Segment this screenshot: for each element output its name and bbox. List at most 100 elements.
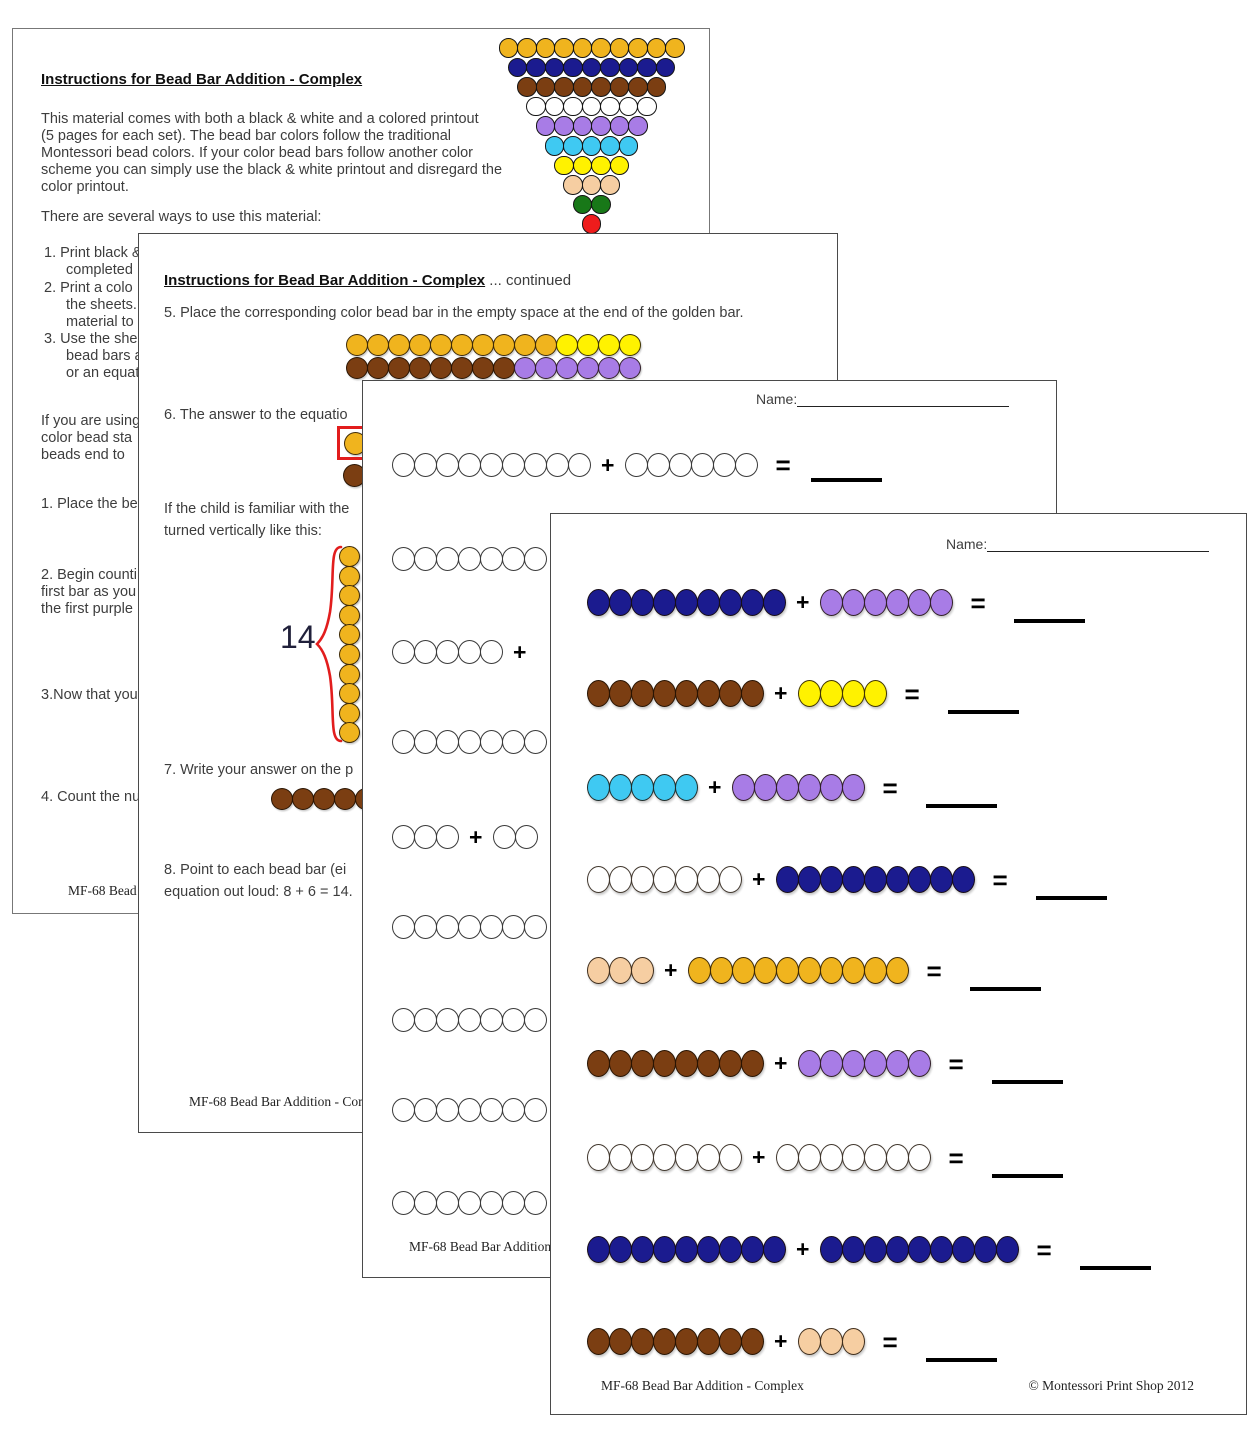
- list-item-3-line: or an equat: [66, 365, 140, 381]
- bead-white: [392, 1191, 415, 1215]
- bead-white: [436, 1098, 459, 1122]
- equation-row: +=: [587, 957, 1041, 991]
- plus-sign: +: [796, 1236, 810, 1262]
- text-line: turned vertically like this:: [164, 523, 322, 539]
- bead-peach: [587, 957, 610, 984]
- bead-white: [436, 547, 459, 571]
- bead-brown: [653, 680, 676, 707]
- bead-brown: [646, 77, 666, 97]
- bead-dark_blue: [637, 57, 657, 78]
- bead-dark_blue: [908, 1236, 932, 1263]
- text-line: equation out loud: 8 + 6 = 14.: [164, 884, 353, 900]
- bead-dark_blue: [526, 57, 546, 78]
- bead-golden: [886, 957, 910, 984]
- bead-brown: [609, 77, 629, 97]
- plus-sign: +: [774, 680, 788, 706]
- page-title: Instructions for Bead Bar Addition - Com…: [41, 71, 363, 88]
- bead-bar-dark_blue: [820, 1236, 1020, 1263]
- bead-bar-cyan: [587, 774, 698, 801]
- bead-white: [842, 1144, 866, 1171]
- bead-golden: [339, 565, 360, 587]
- bead-bar-yellow: [556, 334, 641, 356]
- bead-brown: [292, 788, 314, 810]
- bead-bar-yellow: [798, 680, 888, 707]
- bead-brown: [631, 1328, 654, 1355]
- bead-golden: [451, 334, 473, 356]
- bead-bar-yellow: [554, 155, 629, 176]
- text-line: first bar as you: [41, 584, 137, 600]
- bead-peach: [820, 1328, 844, 1355]
- bead-bar-green: [572, 194, 611, 215]
- name-line: [797, 392, 1010, 407]
- bead-white: [414, 453, 437, 477]
- equation-row: [392, 730, 547, 754]
- bead-dark_blue: [653, 589, 676, 616]
- bead-yellow: [598, 334, 620, 356]
- bead-golden: [339, 722, 360, 744]
- bead-yellow: [842, 680, 866, 707]
- bead-golden: [409, 334, 431, 356]
- bead-white: [414, 825, 437, 849]
- bead-white: [502, 730, 525, 754]
- bead-purple: [577, 357, 599, 379]
- bead-cyan: [609, 774, 632, 801]
- answer-blank: [1013, 619, 1085, 623]
- name-line: [987, 537, 1210, 552]
- bead-dark_blue: [763, 589, 786, 616]
- page-footer-right: © Montessori Print Shop 2012: [1028, 1378, 1194, 1393]
- bead-bar-brown: [517, 77, 666, 97]
- bead-white: [414, 547, 437, 571]
- bead-white: [502, 547, 525, 571]
- bead-brown: [631, 1050, 654, 1077]
- bead-brown: [388, 357, 410, 379]
- equals-sign: =: [882, 1326, 898, 1357]
- bead-white: [625, 453, 649, 477]
- bead-golden: [517, 38, 537, 58]
- bead-white: [480, 547, 503, 571]
- name-field: Name:: [756, 391, 1010, 407]
- equals-sign: =: [775, 450, 791, 480]
- step-4-text: 4. Count the nu: [41, 789, 141, 805]
- bead-brown: [631, 680, 654, 707]
- bead-bar-brown: [346, 357, 515, 379]
- bead-dark_blue: [675, 589, 698, 616]
- bead-white: [820, 1144, 844, 1171]
- bead-white: [653, 1144, 676, 1171]
- step-5-text: 5. Place the corresponding color bead ba…: [164, 305, 744, 321]
- text-line: 2. Begin counti: [41, 567, 137, 583]
- triangle-row: [544, 136, 639, 156]
- text-line: beads end to: [41, 447, 125, 463]
- bead-purple: [556, 357, 578, 379]
- bead-white: [719, 866, 742, 893]
- bead-golden: [339, 624, 360, 646]
- bead-bar-purple: [798, 1050, 932, 1077]
- bead-golden: [665, 38, 685, 58]
- bead-dark_blue: [741, 589, 764, 616]
- bead-white: [587, 866, 610, 893]
- list-item-1-line: 1. Print black &: [44, 245, 142, 261]
- bead-golden: [535, 38, 555, 58]
- bead-brown: [430, 357, 452, 379]
- bead-brown: [409, 357, 431, 379]
- bead-white: [647, 453, 671, 477]
- bead-purple: [732, 774, 756, 801]
- bead-bar-cyan: [544, 136, 639, 156]
- bead-bar-red: [581, 214, 602, 234]
- name-field: Name:: [946, 536, 1210, 552]
- bead-peach: [581, 175, 602, 195]
- bead-white: [392, 1008, 415, 1032]
- text-line: 8. Point to each bead bar (ei: [164, 862, 347, 878]
- bead-purple: [598, 357, 620, 379]
- bead-white: [480, 1098, 503, 1122]
- bead-brown: [587, 680, 610, 707]
- bead-peach: [563, 175, 583, 195]
- bead-golden: [591, 38, 611, 58]
- answer-blank: [991, 1080, 1063, 1084]
- bead-cyan: [600, 136, 620, 156]
- bead-yellow: [572, 155, 592, 176]
- sum-label: 14: [280, 619, 316, 655]
- equation-row: [392, 1008, 547, 1032]
- bead-dark_blue: [930, 1236, 954, 1263]
- bead-purple: [514, 357, 536, 379]
- equals-sign: =: [1036, 1234, 1052, 1265]
